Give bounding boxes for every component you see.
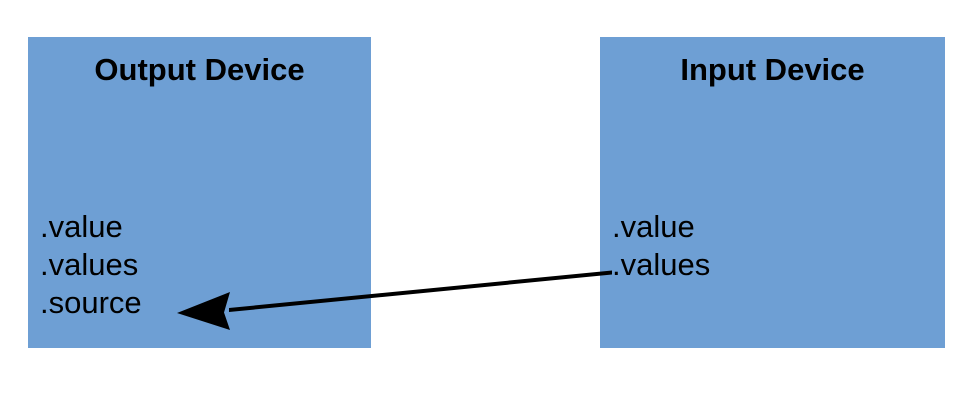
output-device-box[interactable]: Output Device .value .values .source <box>28 37 371 348</box>
input-device-property-list: .value .values <box>612 208 710 284</box>
output-property-value[interactable]: .value <box>40 209 123 244</box>
output-device-title: Output Device <box>94 52 305 87</box>
output-device-property-list: .value .values .source <box>40 208 142 322</box>
output-property-source[interactable]: .source <box>40 285 142 320</box>
input-property-value[interactable]: .value <box>612 209 695 244</box>
input-device-title: Input Device <box>680 52 865 87</box>
input-property-values[interactable]: .values <box>612 247 711 282</box>
input-device-box[interactable]: Input Device .value .values <box>600 37 945 348</box>
output-property-values[interactable]: .values <box>40 247 139 282</box>
